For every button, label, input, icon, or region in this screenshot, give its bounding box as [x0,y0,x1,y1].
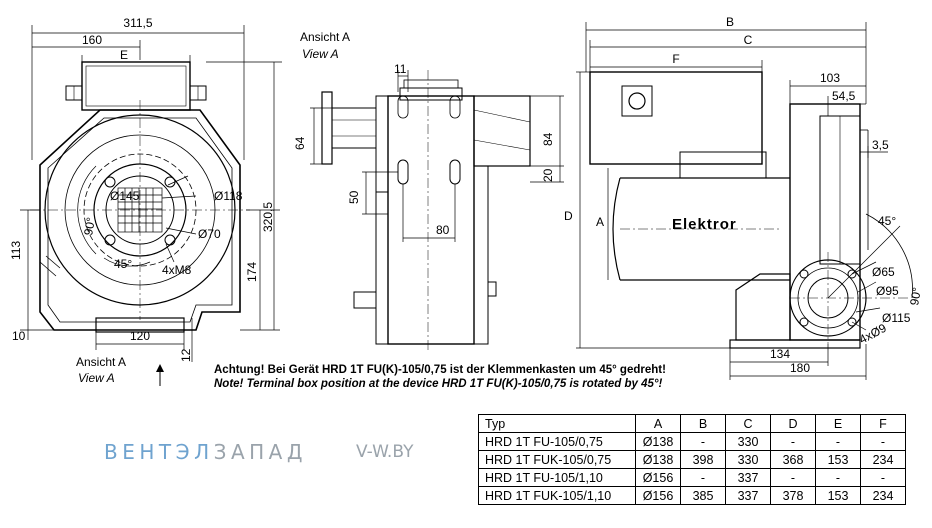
table-cell: HRD 1T FUK-105/1,10 [478,486,636,505]
table-cell: 330 [725,432,771,451]
table-cell: - [860,468,906,487]
brand-label: Elektror [672,216,737,233]
dim-120: 120 [130,329,150,343]
table-cell: - [815,432,861,451]
dim-50: 50 [347,190,361,204]
front-view [20,25,282,386]
table-cell: 153 [815,486,861,505]
label-angle-45-front: 45° [114,257,132,271]
dim-20: 20 [541,168,555,182]
view-label-de-top: Ansicht A [300,30,350,44]
dim-10: 10 [12,329,26,343]
dim-180: 180 [790,361,810,375]
table-cell: 330 [725,450,771,469]
company-logo: ВЕНТЭЛЗАПАД [104,440,307,464]
label-d118: Ø118 [214,189,243,203]
table-cell: Ø156 [635,468,681,487]
dim-e-front: E [120,48,128,62]
dim-11: 11 [394,62,407,76]
table-cell: 368 [770,450,816,469]
dim-c: C [744,33,753,47]
dim-d: D [564,209,573,223]
table-cell: HRD 1T FUK-105/0,75 [478,450,636,469]
label-angle-90-front: 90° [81,216,98,237]
label-d115: Ø115 [882,311,911,325]
right-view [576,22,913,380]
table-row: HRD 1T FU-105/1,10 Ø156 - 337 - - - [478,468,906,487]
table-row: HRD 1T FU-105/0,75 Ø138 - 330 - - - [478,432,906,451]
dim-160: 160 [82,33,102,47]
table-cell: 398 [680,450,726,469]
dim-80: 80 [436,223,450,237]
dim-134: 134 [770,347,790,361]
warning-note-de: Achtung! Bei Gerät HRD 1T FU(K)-105/0,75… [214,364,666,376]
label-d95: Ø95 [876,284,899,298]
table-row: HRD 1T FUK-105/0,75 Ø138 398 330 368 153… [478,450,906,469]
label-d145: Ø145 [110,189,140,203]
table-header-cell: B [680,414,726,433]
label-d65: Ø65 [872,265,895,279]
table-row: HRD 1T FUK-105/1,10 Ø156 385 337 378 153… [478,486,906,505]
dim-b: B [726,15,734,29]
dim-174: 174 [245,262,259,282]
dim-84: 84 [541,132,555,146]
table-cell: 385 [680,486,726,505]
table-header-cell: A [635,414,681,433]
warning-note-en: Note! Terminal box position at the devic… [214,378,663,390]
label-d70: Ø70 [198,227,221,241]
table-header-cell: D [770,414,816,433]
table-cell: 153 [815,450,861,469]
table-cell: Ø156 [635,486,681,505]
label-angle-45-right: 45° [878,214,896,228]
logo-part-1: ВЕНТЭЛ [104,440,214,464]
table-cell: 337 [725,486,771,505]
table-cell: - [770,468,816,487]
view-label-en-bottom: View A [78,371,115,385]
side-view [310,70,564,350]
dim-3-5: 3,5 [872,138,889,152]
view-label-de-bottom: Ansicht A [76,355,126,369]
dim-f: F [672,52,679,66]
dim-113: 113 [9,241,23,260]
dim-54-5: 54,5 [832,89,856,103]
dim-64: 64 [293,136,307,150]
label-angle-90-right: 90° [907,286,924,306]
table-cell: HRD 1T FU-105/0,75 [478,432,636,451]
table-cell: - [860,432,906,451]
dim-overall-width: 311,5 [123,16,152,30]
logo-part-2: ЗАПАД [213,440,307,464]
table-cell: 234 [860,450,906,469]
label-bolts: 4xM8 [162,263,192,277]
table-cell: Ø138 [635,432,681,451]
view-label-en-top: View A [302,47,339,61]
table-header-cell: Typ [478,414,636,433]
spec-table: Typ A B C D E F HRD 1T FU-105/0,75 Ø138 … [478,414,906,505]
dim-103: 103 [820,71,840,85]
table-cell: 337 [725,468,771,487]
table-cell: Ø138 [635,450,681,469]
table-header-cell: E [815,414,861,433]
dim-12: 12 [179,348,193,362]
table-cell: - [680,468,726,487]
table-cell: - [680,432,726,451]
website-label: V-W.BY [356,442,414,462]
table-cell: - [815,468,861,487]
table-cell: 378 [770,486,816,505]
dim-a: A [596,215,604,229]
table-header-cell: C [725,414,771,433]
table-header-row: Typ A B C D E F [478,414,906,433]
dim-total-height: 320,5 [261,202,275,232]
table-cell: 234 [860,486,906,505]
table-header-cell: F [860,414,906,433]
table-cell: HRD 1T FU-105/1,10 [478,468,636,487]
table-cell: - [770,432,816,451]
